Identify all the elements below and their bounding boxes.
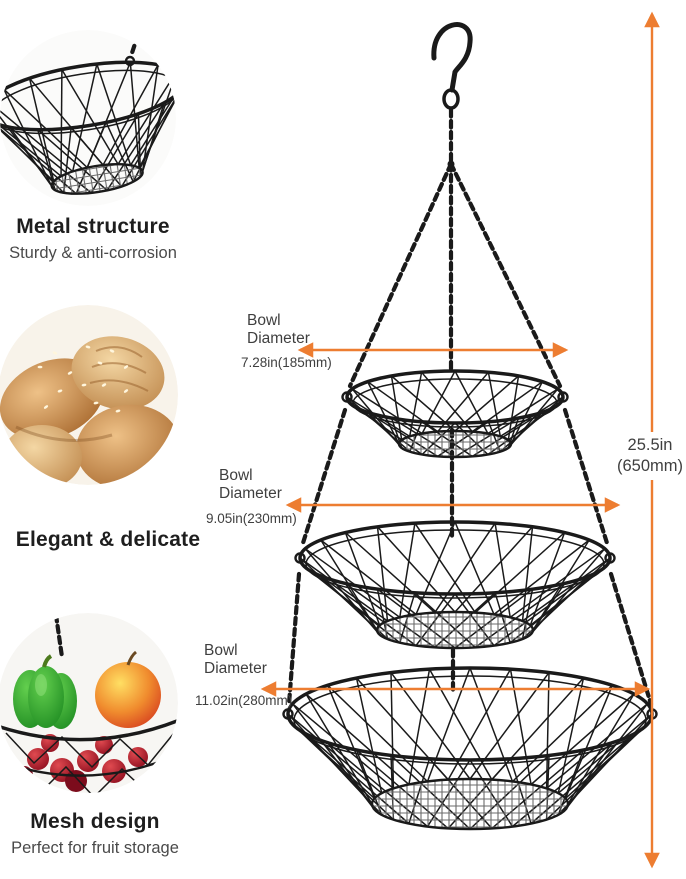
bread-group <box>0 336 178 485</box>
feature-subtitle: Sturdy & anti-corrosion <box>9 244 177 262</box>
feature-subtitle: Perfect for fruit storage <box>11 839 179 857</box>
label-line: Diameter <box>204 660 267 677</box>
wire-bowls <box>286 369 654 831</box>
metal-structure-photo <box>0 30 176 206</box>
overall-height-label: 25.5in (650mm) <box>610 432 686 480</box>
feature-metal-structure: Metal structure Sturdy & anti-corrosion <box>0 215 186 263</box>
apple <box>95 650 161 728</box>
feature-mesh-design: Mesh design Perfect for fruit storage <box>0 810 190 858</box>
feature-elegant-delicate: Elegant & delicate <box>10 528 206 552</box>
bowl-diameter-label-3: Bowl Diameter <box>204 642 267 678</box>
green-pepper <box>13 654 77 729</box>
wire-basket-detail <box>0 60 176 195</box>
bowl-diameter-label-1: Bowl Diameter <box>247 312 310 348</box>
label-line: Diameter <box>219 485 282 502</box>
s-hook <box>431 22 473 93</box>
bowl-diameter-value-3: 11.02in(280mm) <box>195 693 293 708</box>
label-line: Bowl <box>247 312 281 329</box>
label-line: Bowl <box>219 467 253 484</box>
height-value-mm: (650mm) <box>616 457 683 475</box>
sesame-seeds <box>37 345 129 413</box>
fruit-photo <box>0 613 178 793</box>
label-line: Bowl <box>204 642 238 659</box>
label-line: Diameter <box>247 330 310 347</box>
bread-photo <box>0 305 178 485</box>
feature-title: Metal structure <box>16 215 170 238</box>
feature-title: Elegant & delicate <box>15 528 201 551</box>
bowl-diameter-value-2: 9.05in(230mm) <box>206 511 297 526</box>
hook-ring <box>442 88 460 110</box>
chain-detail <box>128 30 151 59</box>
height-value: 25.5in <box>627 436 673 454</box>
bowl-diameter-label-2: Bowl Diameter <box>219 467 282 503</box>
bowl-diameter-value-1: 7.28in(185mm) <box>241 355 332 370</box>
hanging-basket-illustration <box>282 22 658 831</box>
chain-detail <box>53 613 65 660</box>
feature-title: Mesh design <box>30 810 160 833</box>
